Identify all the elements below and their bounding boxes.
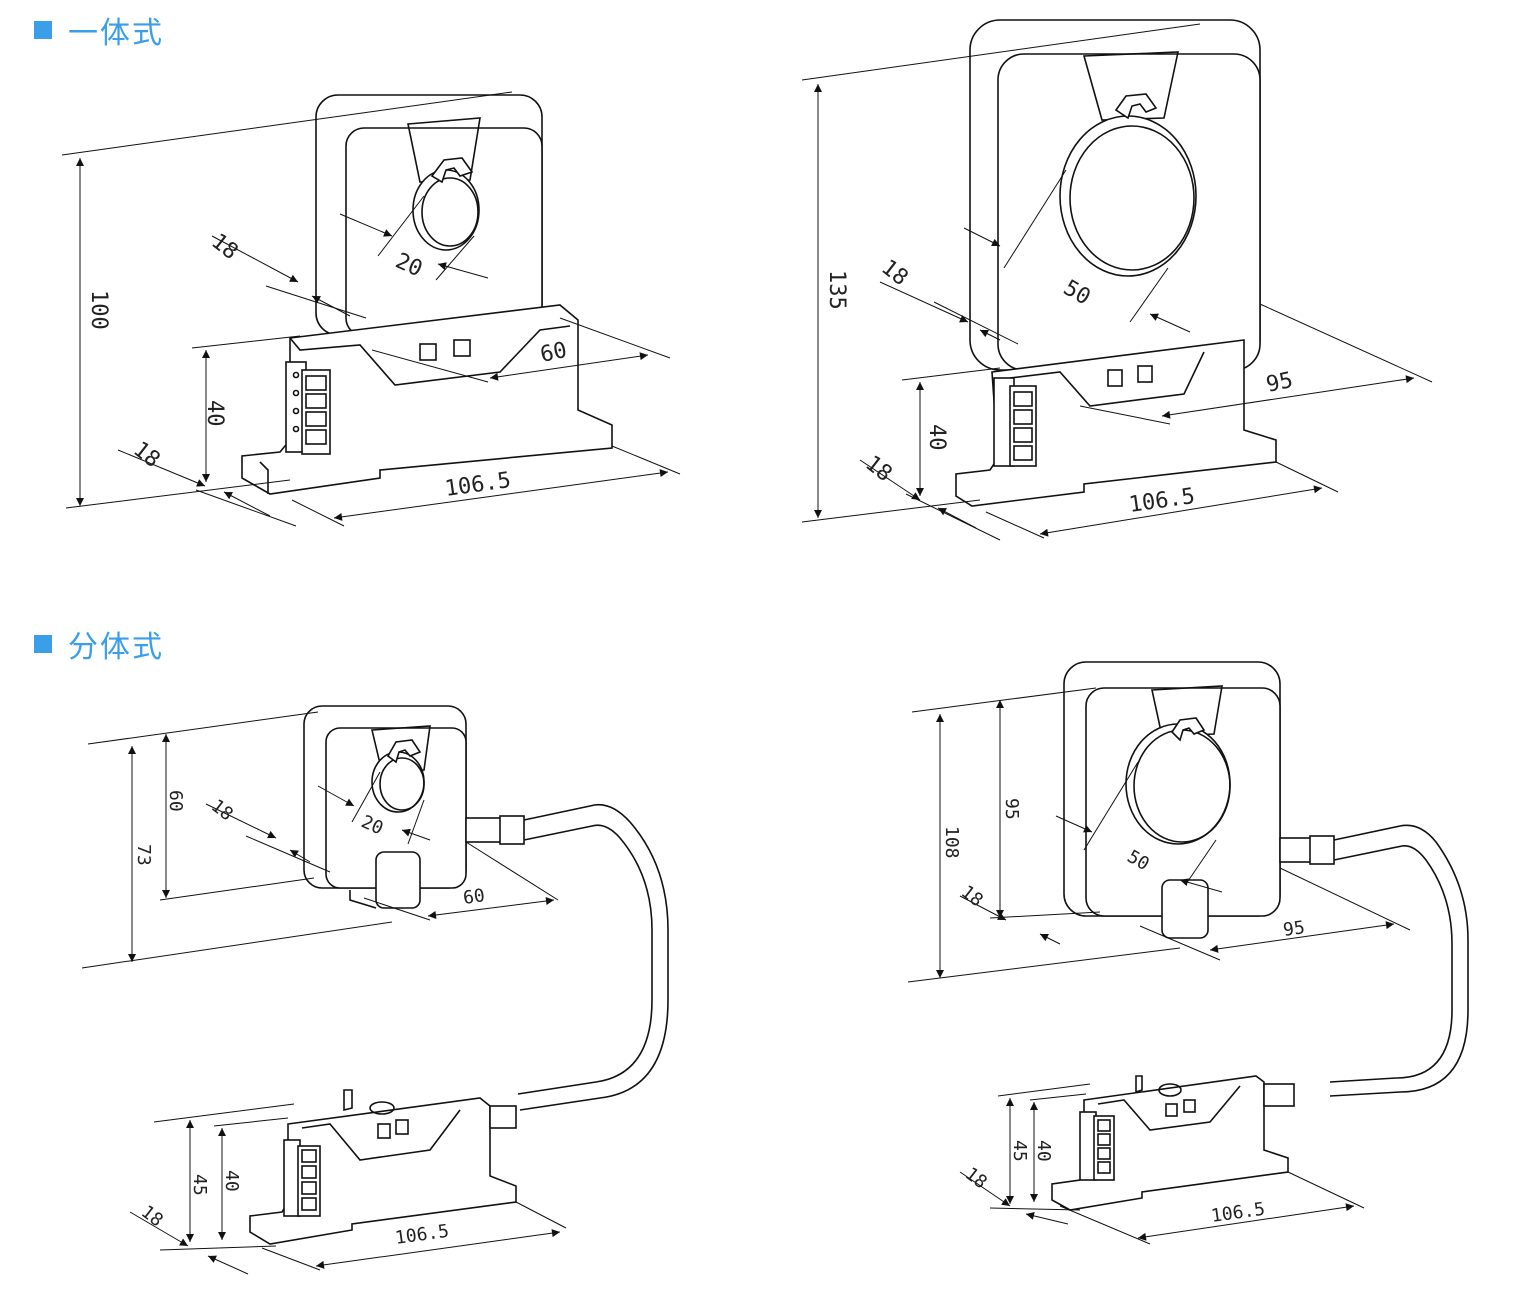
dim-width-label: 18 [961,1163,991,1193]
dim-width-top-label: 18 [957,881,987,911]
dim-base-height-label: 40 [202,400,227,427]
dim-length-label: 106.5 [443,468,512,502]
blue-square-icon [34,21,52,39]
dim-width-label: 18 [128,437,164,473]
dim-height-label: 135 [824,270,849,310]
drawing-split-50 [907,661,1469,1245]
dim-width-label: 18 [137,1201,167,1231]
dim-width-top-label: 18 [207,795,237,825]
drawing-integrated-20 [61,91,681,527]
blue-square-icon [34,635,52,653]
section-title: 分体式 [68,630,164,665]
dim-depth-label: 60 [538,338,569,368]
dim-height-label: 73 [133,844,154,866]
dim-sensor-height-label: 95 [1001,798,1022,820]
dim-width-top-label: 18 [206,229,242,265]
dim-width-label: 18 [860,451,896,487]
dim-module-height-inner-label: 40 [1033,1140,1054,1162]
dim-depth-label: 95 [1282,917,1306,941]
dim-length-label: 106.5 [394,1221,451,1249]
dim-height-label: 100 [86,290,111,330]
dim-sensor-height-label: 60 [165,790,186,812]
drawing-integrated-50 [801,19,1433,541]
dim-width-top-label: 18 [876,255,912,291]
dim-length-label: 106.5 [1210,1199,1267,1227]
dim-depth-label: 60 [462,885,486,909]
dim-base-height-label: 40 [924,424,949,451]
section-title: 一体式 [68,16,164,51]
dim-height-label: 108 [941,826,962,859]
dim-module-height-outer-label: 45 [189,1174,210,1196]
section-header-split: 分体式 [34,622,164,666]
drawing-split-20 [81,705,669,1275]
dim-length-label: 106.5 [1127,484,1196,518]
dim-module-height-inner-label: 40 [221,1170,242,1192]
dim-module-height-outer-label: 45 [1009,1140,1030,1162]
section-header-integrated: 一体式 [34,8,164,52]
dim-depth-label: 95 [1264,368,1295,398]
